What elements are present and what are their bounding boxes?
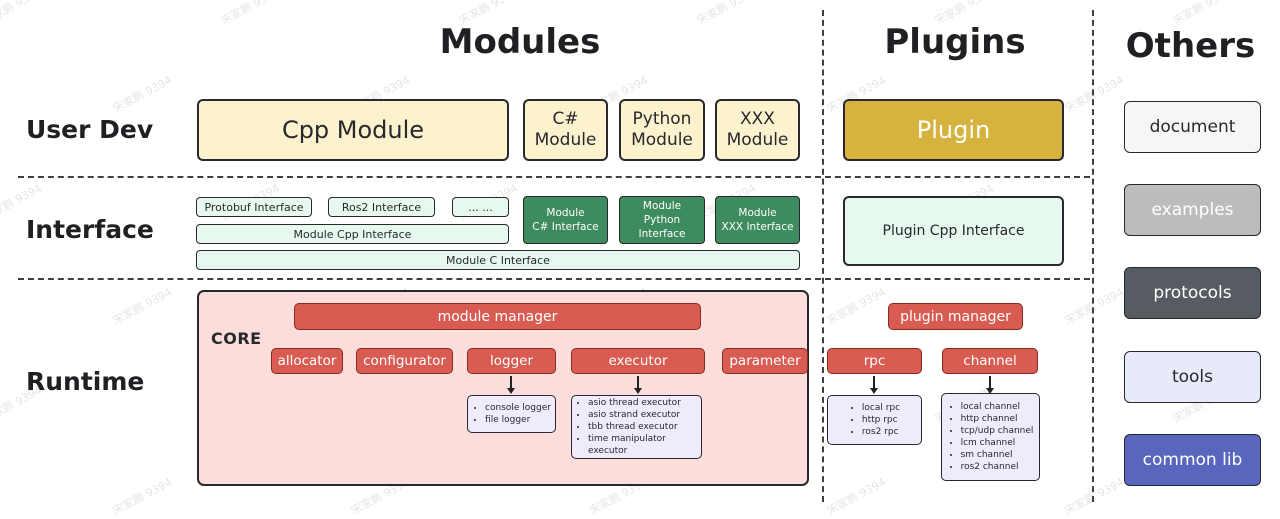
watermark-text: 宋家鹏 9394: [110, 285, 175, 328]
impl-list-item: time manipulator executor: [588, 433, 698, 457]
python-module-line1: Python: [632, 108, 692, 129]
module-xxx-interface-line2: XXX Interface: [721, 221, 794, 233]
allocator-box: allocator: [271, 348, 343, 374]
column-title-plugins: Plugins: [884, 22, 1026, 62]
divider-modules-plugins: [822, 10, 824, 502]
plugin-cpp-interface-box: Plugin Cpp Interface: [843, 196, 1064, 266]
module-csharp-interface-line2: C# Interface: [532, 221, 599, 233]
rpc-impl-list: local rpchttp rpcros2 rpc: [851, 402, 900, 438]
watermark-text: 宋家鹏 9394: [1062, 73, 1127, 116]
impl-list-item: tcp/udp channel: [961, 425, 1034, 437]
module-manager-box: module manager: [294, 303, 701, 330]
watermark-text: 宋家鹏 9394: [1062, 475, 1127, 518]
module-python-interface-line2: Python Interface: [638, 213, 686, 241]
channel-implementations-box: local channelhttp channeltcp/udp channel…: [941, 393, 1040, 481]
watermark-text: 宋家鹏 9394: [1062, 285, 1127, 328]
xxx-module-box: XXX Module: [715, 99, 800, 161]
configurator-box: configurator: [356, 348, 453, 374]
impl-list-item: sm channel: [961, 449, 1034, 461]
xxx-module-line2: Module: [726, 130, 789, 150]
logger-impl-list: console loggerfile logger: [474, 402, 551, 426]
plugin-box: Plugin: [843, 99, 1064, 161]
others-item-common-lib: common lib: [1124, 434, 1261, 486]
impl-list-item: console logger: [485, 402, 551, 414]
divider-plugins-others: [1092, 10, 1094, 502]
impl-list-item: local rpc: [862, 402, 900, 414]
impl-list-item: lcm channel: [961, 437, 1034, 449]
module-cpp-interface-box: Module Cpp Interface: [196, 224, 509, 244]
divider-interface-runtime: [18, 278, 1090, 280]
others-item-document: document: [1124, 101, 1261, 153]
arrow-rpc-to-impls: [869, 376, 878, 394]
executor-impl-list: asio thread executorasio strand executor…: [577, 397, 698, 458]
module-python-interface-box: Module Python Interface: [619, 196, 705, 244]
xxx-module-line1: XXX: [740, 108, 775, 129]
plugin-manager-box: plugin manager: [888, 303, 1023, 330]
watermark-text: 宋家鹏 9394: [0, 0, 44, 28]
csharp-module-line1: C#: [552, 108, 579, 129]
watermark-text: 宋家鹏 9394: [218, 0, 283, 28]
watermark-text: 宋家鹏 9394: [824, 285, 889, 328]
impl-list-item: tbb thread executor: [588, 421, 698, 433]
executor-implementations-box: asio thread executorasio strand executor…: [571, 395, 702, 459]
divider-userdev-interface: [18, 176, 1090, 178]
module-csharp-interface-line1: Module: [546, 206, 585, 219]
cpp-module-box: Cpp Module: [197, 99, 509, 161]
csharp-module-line2: Module: [534, 130, 597, 150]
module-xxx-interface-box: Module XXX Interface: [715, 196, 800, 244]
module-xxx-interface-line1: Module: [738, 206, 777, 219]
rpc-implementations-box: local rpchttp rpcros2 rpc: [827, 395, 922, 445]
arrow-executor-to-impls: [633, 376, 642, 394]
column-title-modules: Modules: [439, 22, 601, 62]
ellipsis-interface-box: ... ...: [452, 197, 509, 217]
impl-list-item: ros2 rpc: [862, 426, 900, 438]
python-module-line2: Module: [631, 130, 693, 150]
module-csharp-interface-box: Module C# Interface: [523, 196, 608, 244]
impl-list-item: http channel: [961, 413, 1034, 425]
arrow-logger-to-impls: [506, 376, 515, 394]
watermark-text: 宋家鹏 9394: [1170, 0, 1235, 28]
others-item-protocols: protocols: [1124, 267, 1261, 319]
logger-implementations-box: console loggerfile logger: [467, 395, 556, 433]
ros2-interface-box: Ros2 Interface: [328, 197, 435, 217]
arrow-channel-to-impls: [985, 376, 994, 394]
impl-list-item: file logger: [485, 414, 551, 426]
rpc-box: rpc: [827, 348, 922, 374]
protobuf-interface-box: Protobuf Interface: [196, 197, 312, 217]
row-label-interface: Interface: [26, 215, 154, 244]
module-python-interface-line1: Module: [642, 199, 682, 212]
channel-impl-list: local channelhttp channeltcp/udp channel…: [950, 401, 1034, 474]
others-item-tools: tools: [1124, 351, 1261, 403]
csharp-module-box: C# Module: [523, 99, 608, 161]
module-c-interface-box: Module C Interface: [196, 250, 800, 270]
watermark-text: 宋家鹏 9394: [694, 0, 759, 28]
impl-list-item: asio strand executor: [588, 409, 698, 421]
executor-box: executor: [571, 348, 705, 374]
column-title-others: Others: [1125, 26, 1256, 66]
row-label-user-dev: User Dev: [26, 115, 154, 144]
python-module-box: Python Module: [619, 99, 705, 161]
parameter-box: parameter: [722, 348, 808, 374]
watermark-text: 宋家鹏 9394: [110, 475, 175, 518]
impl-list-item: local channel: [961, 401, 1034, 413]
watermark-text: 宋家鹏 9394: [824, 475, 889, 518]
core-label: CORE: [211, 329, 262, 348]
impl-list-item: asio thread executor: [588, 397, 698, 409]
impl-list-item: http rpc: [862, 414, 900, 426]
impl-list-item: ros2 channel: [961, 461, 1034, 473]
logger-box: logger: [467, 348, 556, 374]
watermark-text: 宋家鹏 9394: [110, 73, 175, 116]
channel-box: channel: [942, 348, 1038, 374]
others-item-examples: examples: [1124, 184, 1261, 236]
row-label-runtime: Runtime: [26, 367, 145, 396]
